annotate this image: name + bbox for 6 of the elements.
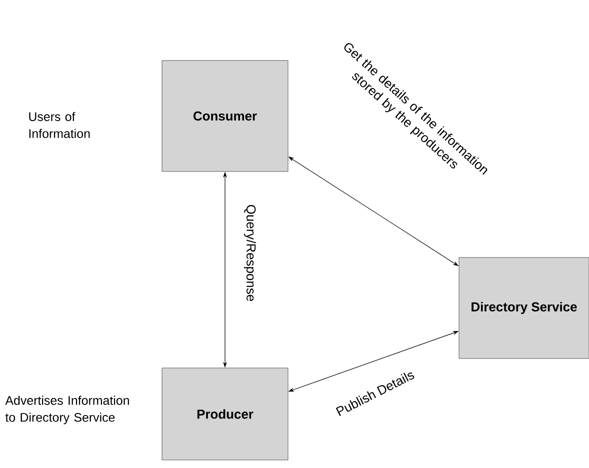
edge-label: Query/Response xyxy=(244,205,256,301)
process-box: Consumer xyxy=(162,60,288,172)
process-box: Producer xyxy=(162,368,288,460)
side-note: Advertises Information to Directory Service xyxy=(5,396,129,424)
side-note: Users of Information xyxy=(29,112,90,138)
process-box: Directory Service xyxy=(458,257,589,359)
